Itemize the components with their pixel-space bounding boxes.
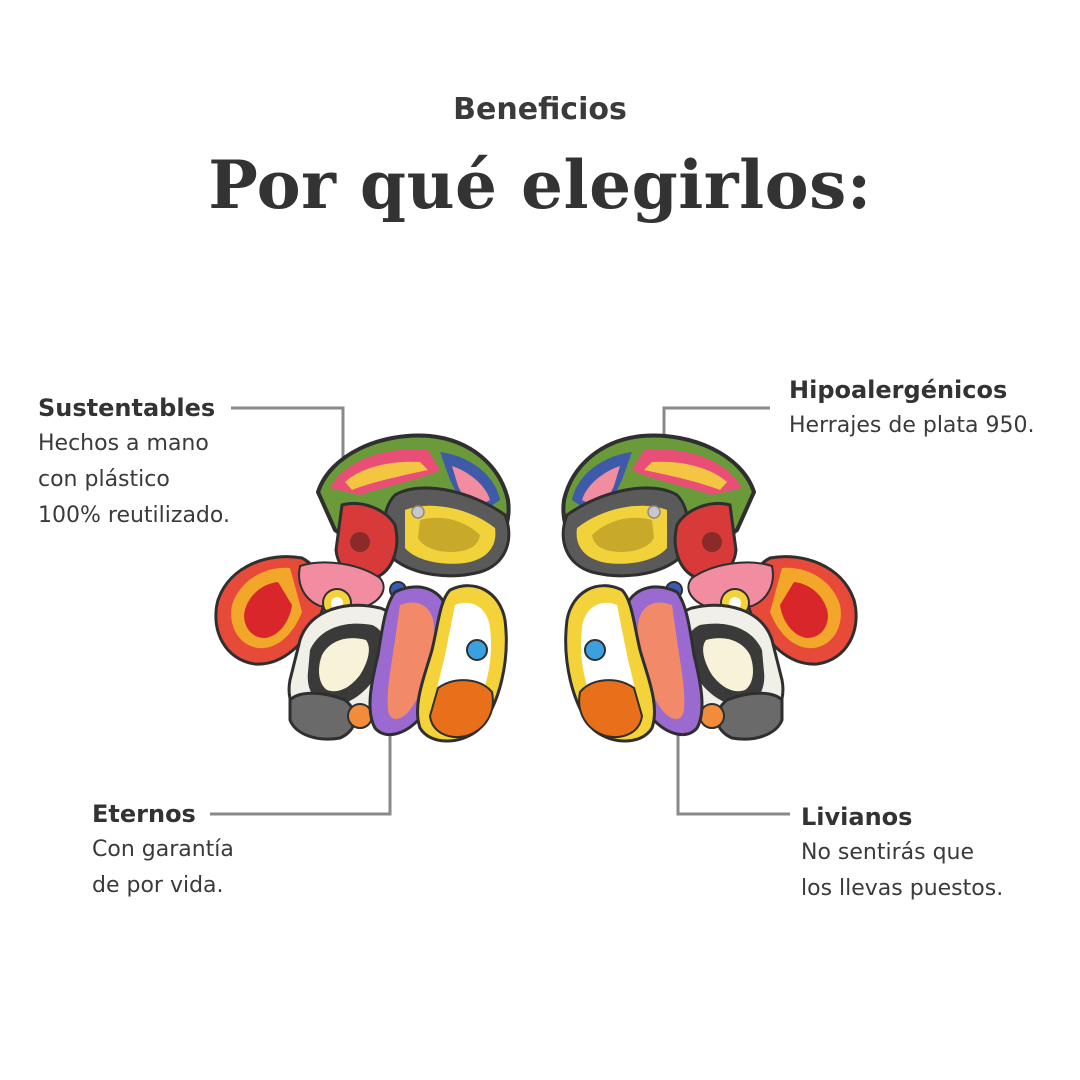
benefit-title: Hipoalergénicos — [789, 376, 1008, 404]
benefit-line: No sentirás que — [801, 840, 975, 865]
page-title: Por qué elegirlos: — [208, 146, 872, 224]
benefit-line: Con garantía — [92, 837, 234, 862]
earring-right — [561, 433, 859, 744]
connector-hipoalergenicos — [662, 406, 770, 440]
benefit-line: con plástico — [38, 467, 170, 492]
connector-livianos — [676, 715, 790, 816]
benefit-line: 100% reutilizado. — [38, 503, 230, 528]
connector-eternos — [210, 715, 392, 816]
benefit-sustentables: Sustentables Hechos a mano con plástico … — [38, 394, 230, 534]
section-eyebrow: Beneficios — [453, 92, 627, 127]
benefit-eternos: Eternos Con garantía de por vida. — [92, 800, 234, 904]
benefit-title: Sustentables — [38, 394, 216, 422]
benefit-line: Herrajes de plata 950. — [789, 413, 1035, 438]
benefit-hipoalergenicos: Hipoalergénicos Herrajes de plata 950. — [789, 376, 1035, 444]
benefit-title: Eternos — [92, 800, 196, 828]
benefit-line: Hechos a mano — [38, 431, 209, 456]
benefit-line: de por vida. — [92, 873, 224, 898]
benefit-title: Livianos — [801, 803, 913, 831]
earring-left — [213, 433, 511, 744]
benefit-livianos: Livianos No sentirás que los llevas pues… — [801, 803, 1003, 907]
benefit-line: los llevas puestos. — [801, 876, 1004, 901]
connector-sustentables — [231, 406, 345, 470]
